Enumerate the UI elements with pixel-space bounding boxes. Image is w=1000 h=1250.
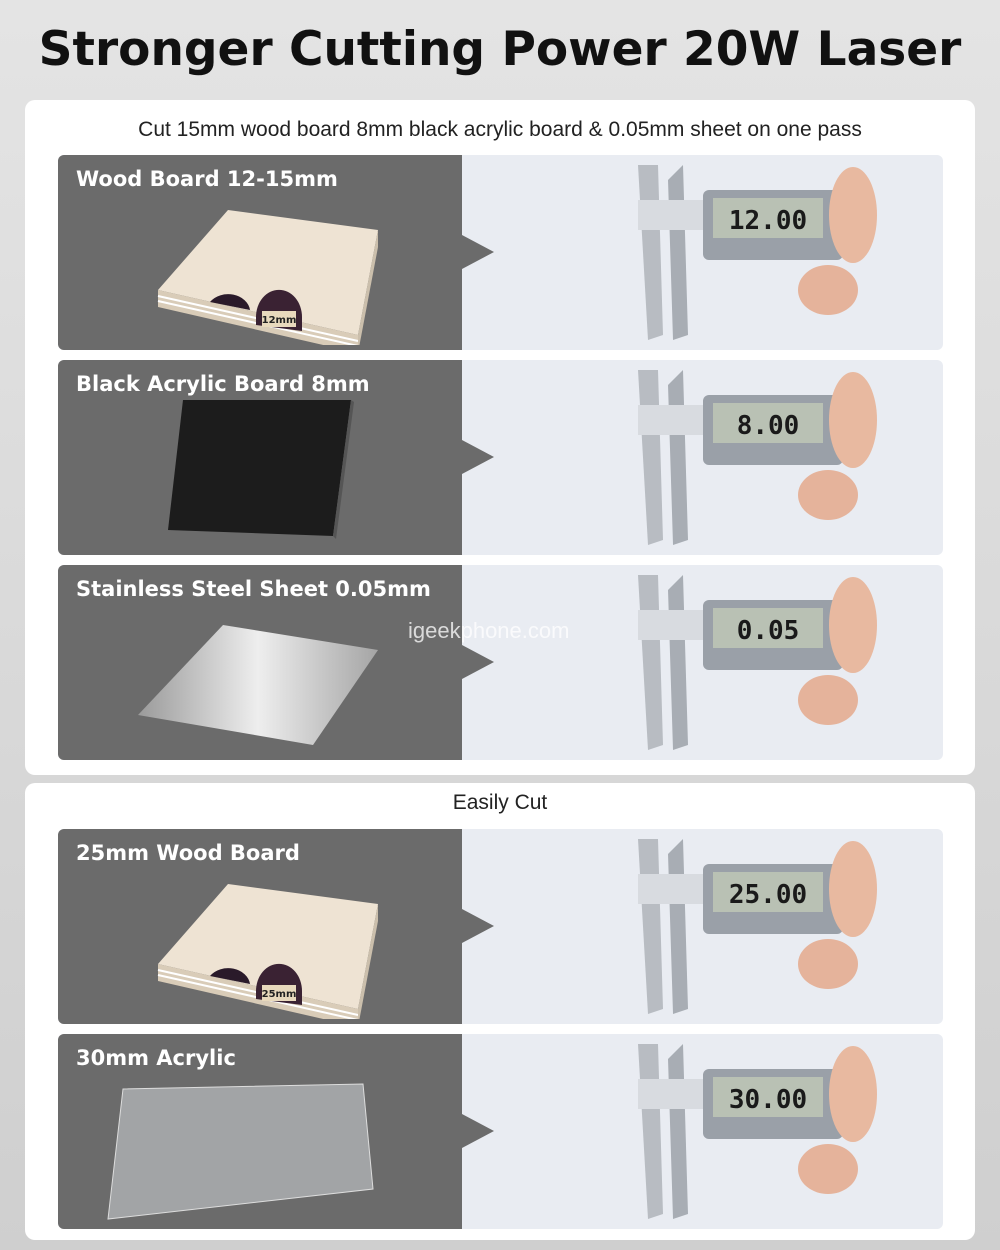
wood-board-image: 25mm <box>157 884 378 1019</box>
black-acrylic-image <box>168 400 354 539</box>
caliper-reading: 12.00 <box>729 206 807 236</box>
caliper-reading: 30.00 <box>729 1085 807 1115</box>
watermark: igeekphone.com <box>408 618 570 643</box>
material-panel: 25mm Wood Board 25mm <box>58 829 462 1024</box>
section-subtitle: Easily Cut <box>452 791 548 814</box>
material-row: 25mm Wood Board 25mm 25.00 <box>58 829 943 1024</box>
caliper-reading: 25.00 <box>729 880 807 910</box>
material-label: Black Acrylic Board 8mm <box>76 372 370 396</box>
clear-acrylic-image <box>107 1083 374 1220</box>
piece-label: 12mm <box>262 315 297 326</box>
material-row: 30mm Acrylic 30.00 <box>58 1034 943 1229</box>
material-panel: Stainless Steel Sheet 0.05mm <box>58 565 462 760</box>
arrow-right-icon <box>462 235 494 269</box>
material-label: 30mm Acrylic <box>76 1046 236 1070</box>
easily-cut-card: Easily Cut 25mm Wood Board 25mm 25.00 30… <box>25 783 975 1240</box>
material-row: Wood Board 12-15mm 12mm 12.00 <box>58 155 943 350</box>
arrow-right-icon <box>462 1114 494 1148</box>
material-row: Black Acrylic Board 8mm 8.00 <box>58 360 943 555</box>
caliper-reading: 8.00 <box>737 411 800 441</box>
material-panel: Black Acrylic Board 8mm <box>58 360 462 555</box>
material-panel: Wood Board 12-15mm 12mm <box>58 155 462 350</box>
page-title: Stronger Cutting Power 20W Laser <box>38 22 962 77</box>
material-row: Stainless Steel Sheet 0.05mm 0.05 <box>58 565 943 760</box>
wood-board-image: 12mm <box>157 210 378 345</box>
material-label: Stainless Steel Sheet 0.05mm <box>76 577 431 601</box>
material-label: 25mm Wood Board <box>76 841 300 865</box>
arrow-right-icon <box>462 645 494 679</box>
one-pass-card: Cut 15mm wood board 8mm black acrylic bo… <box>25 100 975 775</box>
digital-caliper-image: 30.00 <box>638 1044 877 1219</box>
digital-caliper-image: 12.00 <box>638 165 877 340</box>
digital-caliper-image: 0.05 <box>638 575 877 750</box>
steel-sheet-image <box>138 625 378 745</box>
caliper-reading: 0.05 <box>737 616 800 646</box>
arrow-right-icon <box>462 909 494 943</box>
digital-caliper-image: 8.00 <box>638 370 877 545</box>
piece-label: 25mm <box>262 989 297 1000</box>
section-subtitle: Cut 15mm wood board 8mm black acrylic bo… <box>138 118 862 141</box>
material-panel: 30mm Acrylic <box>58 1034 462 1229</box>
digital-caliper-image: 25.00 <box>638 839 877 1014</box>
arrow-right-icon <box>462 440 494 474</box>
material-label: Wood Board 12-15mm <box>76 167 338 191</box>
